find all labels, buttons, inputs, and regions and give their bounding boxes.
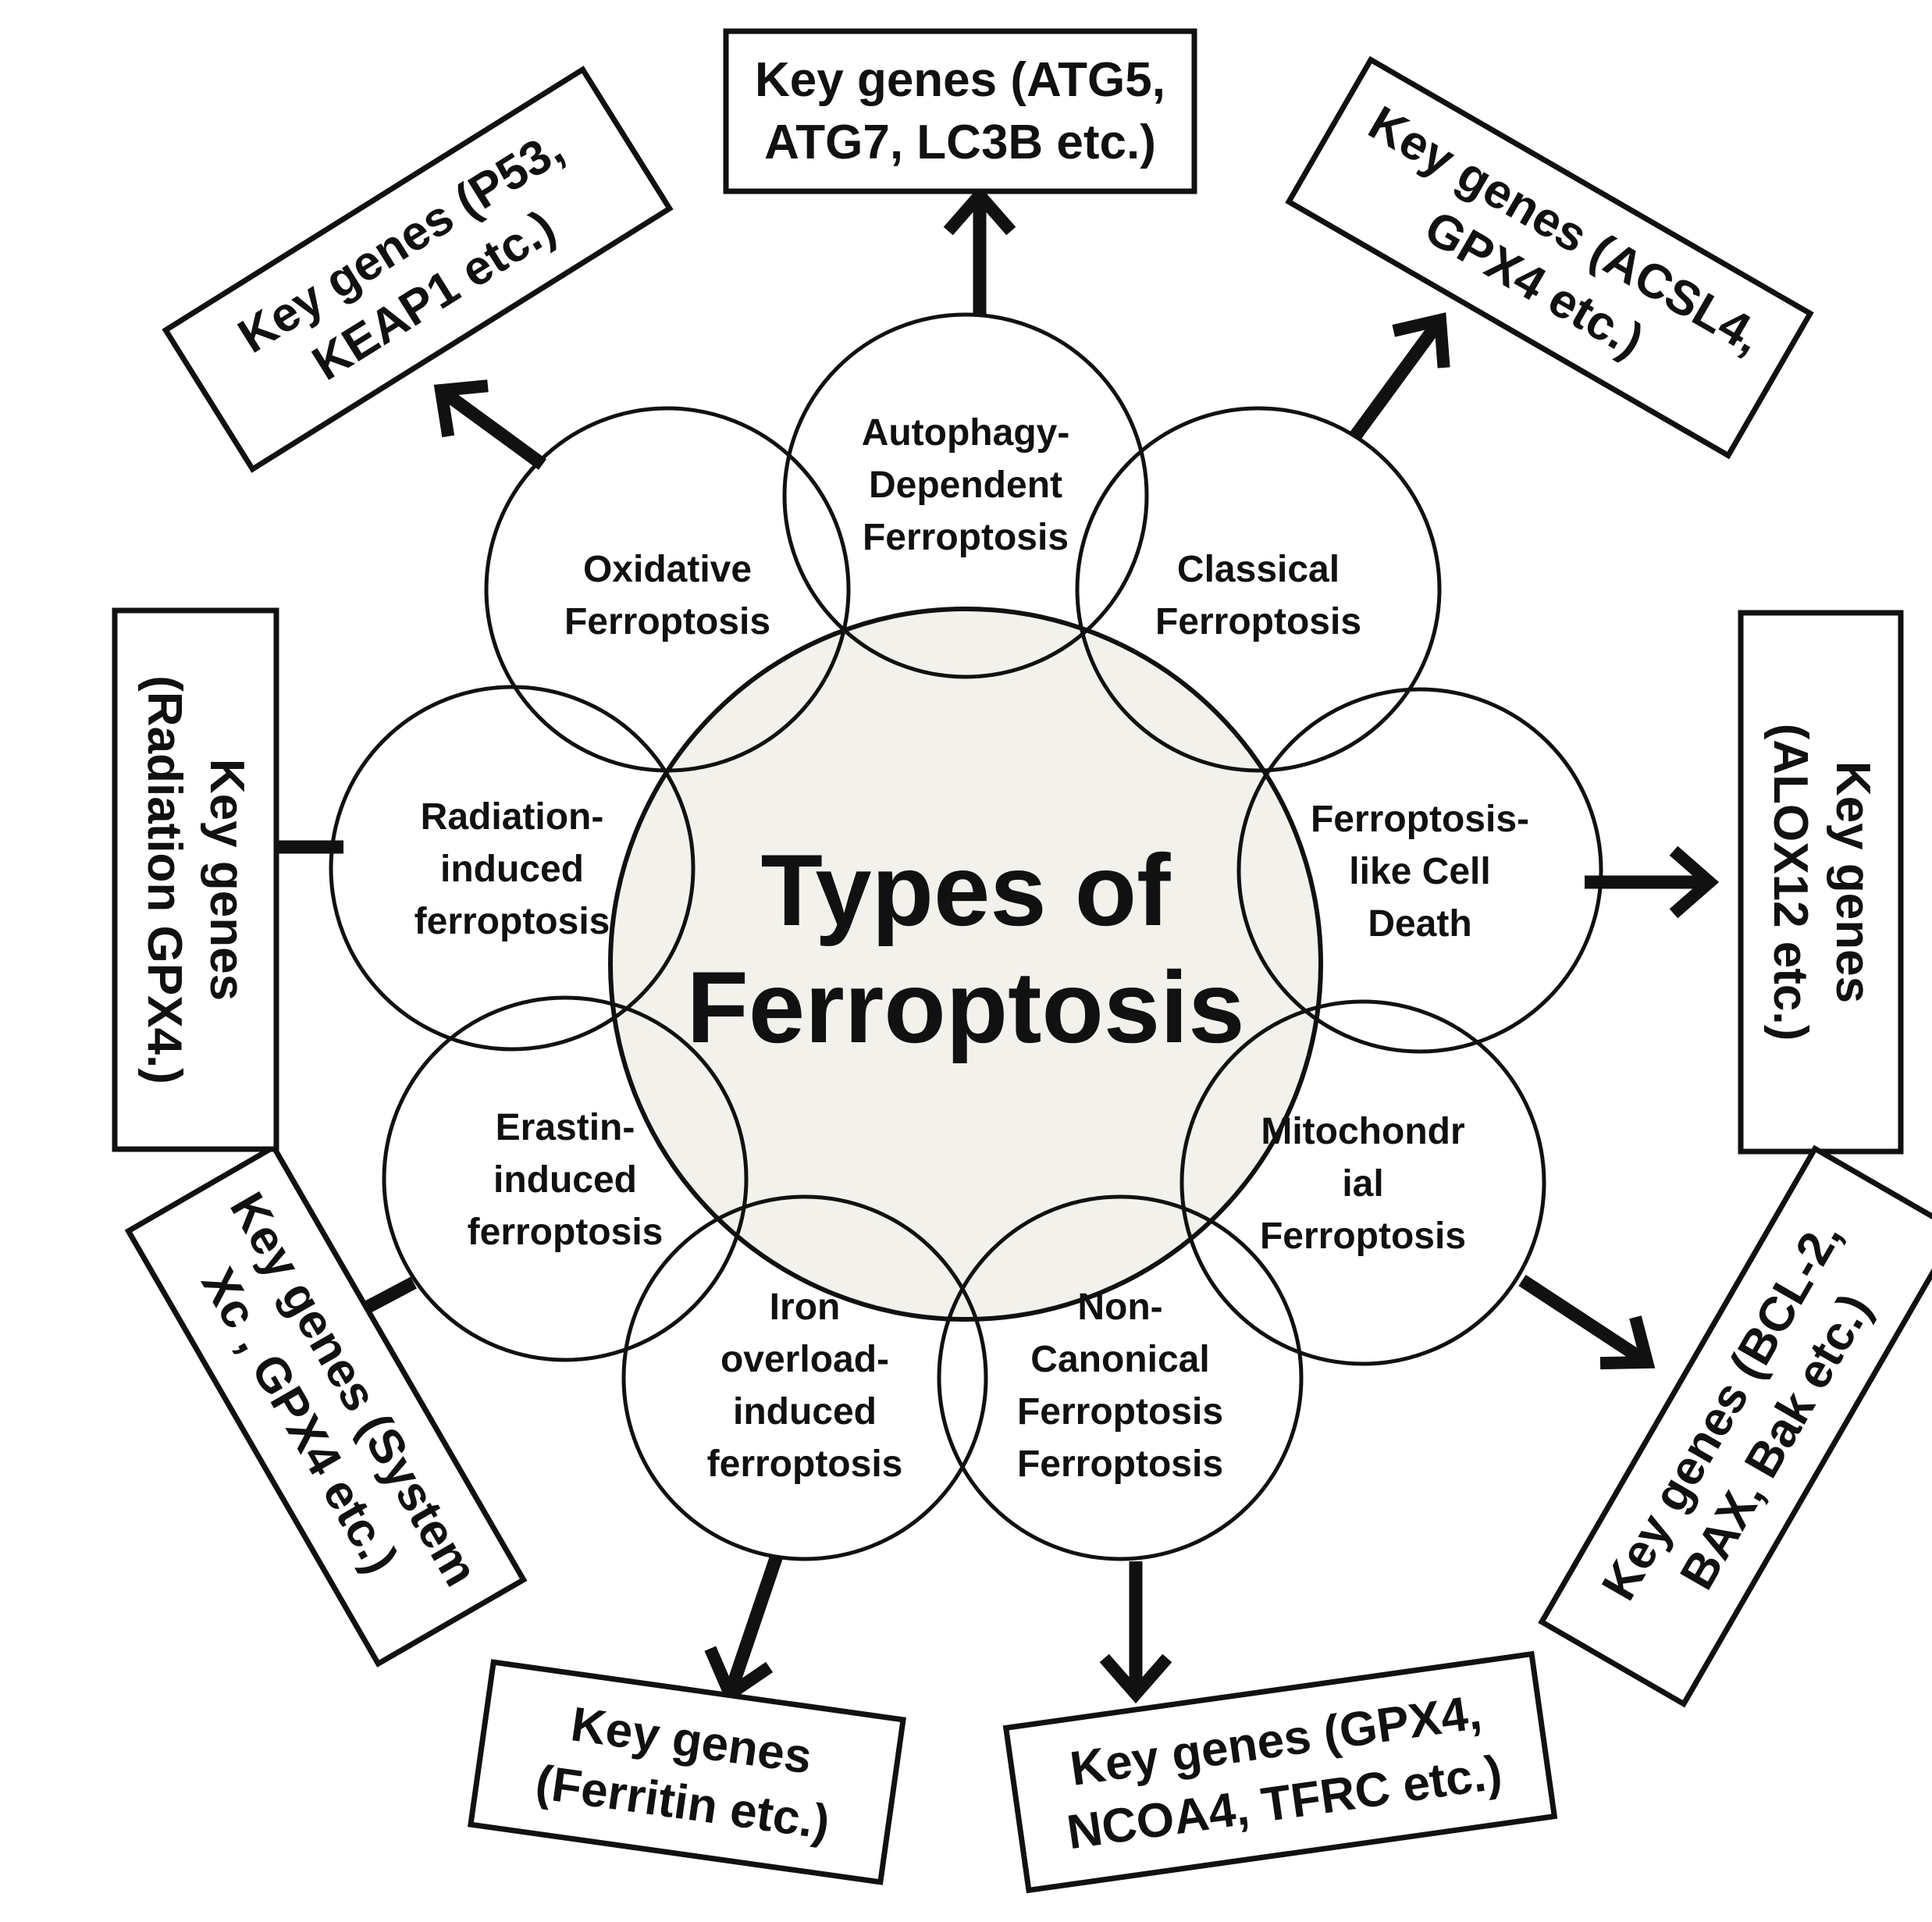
type-circle-iron-overload <box>621 1194 988 1561</box>
center-title: Types of Ferroptosis <box>686 833 1244 1064</box>
label-line: ferroptosis <box>707 1443 903 1485</box>
label-line: overload- <box>720 1339 889 1380</box>
label-line: Death <box>1368 903 1471 945</box>
label-line: like Cell <box>1349 851 1490 892</box>
label-line: Erastin- <box>496 1107 635 1148</box>
gene-line: Key genes <box>1826 761 1880 1003</box>
gene-box-mitochondrial <box>1538 1144 1932 1708</box>
gene-box-classical <box>1285 55 1814 460</box>
label-oxidative: Oxidative Ferroptosis <box>564 549 770 642</box>
label-line: Autophagy- <box>862 412 1070 454</box>
gene-box-iron-overload <box>468 1659 906 1885</box>
type-circle-non-canonical <box>937 1194 1304 1561</box>
label-ferroptosis-like: Ferroptosis- like Cell Death <box>1311 799 1529 945</box>
label-line: Dependent <box>869 464 1062 506</box>
label-line: Classical <box>1177 549 1340 590</box>
label-line: Ferroptosis <box>1017 1391 1223 1433</box>
label-line: Non- <box>1077 1287 1162 1328</box>
label-line: induced <box>733 1391 877 1433</box>
label-iron-overload: Iron overload- induced ferroptosis <box>707 1287 903 1485</box>
center-circle <box>608 607 1323 1322</box>
label-classical: Classical Ferroptosis <box>1155 549 1361 642</box>
label-line: Ferroptosis <box>564 601 770 642</box>
type-circle-ferroptosis-like <box>1236 687 1603 1054</box>
label-line: Radiation- <box>421 796 604 838</box>
type-circle-autophagy <box>782 312 1149 679</box>
label-line: Iron <box>770 1287 841 1328</box>
label-non-canonical: Non- Canonical Ferroptosis Ferroptosis <box>1017 1287 1223 1485</box>
arrow-autophagy <box>943 185 1016 316</box>
label-line: Mitochondr <box>1261 1111 1464 1152</box>
center-title-line-1: Types of <box>761 833 1172 947</box>
label-line: induced <box>493 1159 637 1201</box>
type-circle-oxidative <box>484 406 851 773</box>
label-autophagy: Autophagy- Dependent Ferroptosis <box>862 412 1070 558</box>
gene-label-radiation: Key genes (Radiation GPX4.) <box>137 675 254 1084</box>
arrow-ferroptosis-like <box>1585 845 1720 919</box>
type-circle-erastin <box>382 995 749 1362</box>
center-title-line-2: Ferroptosis <box>686 950 1244 1064</box>
gene-box-oxidative <box>162 66 674 473</box>
label-line: Ferroptosis- <box>1311 799 1529 840</box>
gene-line: Key genes <box>200 759 254 1001</box>
label-line: ial <box>1342 1163 1383 1205</box>
gene-line: (Radiation GPX4.) <box>137 675 191 1084</box>
gene-box-non-canonical <box>1002 1650 1558 1894</box>
arrow-iron-overload <box>704 1554 784 1704</box>
gene-box-erastin <box>124 1143 528 1668</box>
label-line: ferroptosis <box>415 901 610 942</box>
label-line: Canonical <box>1030 1339 1209 1380</box>
label-line: ferroptosis <box>468 1212 664 1253</box>
gene-label-ferroptosis-like: Key genes (ALOX12 etc.) <box>1763 724 1880 1041</box>
gene-box-autophagy <box>723 28 1197 194</box>
label-line: Ferroptosis <box>1260 1215 1466 1257</box>
gene-box-radiation <box>112 607 279 1152</box>
arrow-classical <box>1349 312 1450 442</box>
arrow-mitochondrial <box>1518 1274 1656 1370</box>
type-circle-classical <box>1075 406 1442 773</box>
gene-line: (ALOX12 etc.) <box>1763 724 1817 1041</box>
label-line: Ferroptosis <box>863 517 1069 558</box>
gene-line: ATG7, LC3B etc.) <box>764 116 1156 169</box>
label-line: Ferroptosis <box>1017 1443 1223 1485</box>
gene-label-autophagy: Key genes (ATG5, ATG7, LC3B etc.) <box>755 53 1165 169</box>
label-line: induced <box>440 849 584 890</box>
label-erastin: Erastin- induced ferroptosis <box>468 1107 664 1253</box>
type-circle-radiation <box>329 685 696 1052</box>
arrow-non-canonical <box>1099 1561 1172 1704</box>
label-line: Ferroptosis <box>1155 601 1361 642</box>
arrow-oxidative <box>433 379 547 470</box>
gene-line: Key genes (ATG5, <box>755 53 1165 107</box>
label-line: Oxidative <box>583 549 752 590</box>
type-circle-mitochondrial <box>1179 999 1546 1366</box>
label-radiation: Radiation- induced ferroptosis <box>415 796 610 942</box>
label-mitochondrial: Mitochondr ial Ferroptosis <box>1260 1111 1466 1257</box>
